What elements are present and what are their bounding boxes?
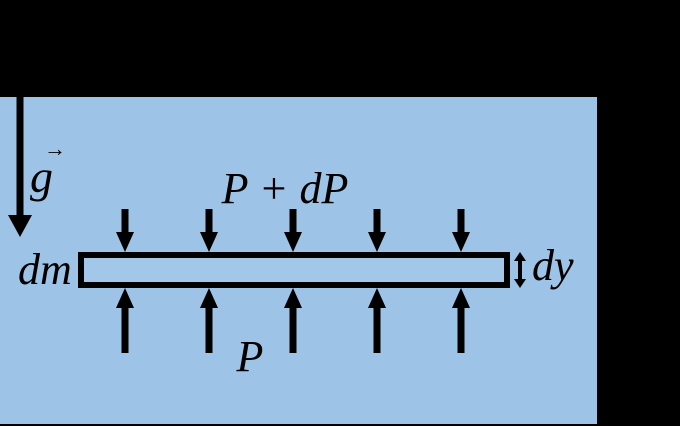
pressure-below-label: P bbox=[236, 332, 264, 381]
vector-arrow-icon: → bbox=[44, 136, 66, 161]
gravity-label: → g bbox=[30, 136, 80, 202]
thickness-arrow-icon bbox=[514, 252, 526, 288]
pressure-down-arrow-icon bbox=[116, 209, 134, 252]
mass-element-label: dm bbox=[18, 245, 72, 294]
pressure-up-arrow-icon bbox=[116, 288, 134, 353]
pressure-up-arrow-icon bbox=[200, 288, 218, 353]
gravity-symbol: g bbox=[30, 151, 53, 202]
pressure-above-label: P + dP bbox=[221, 164, 349, 213]
pressure-down-arrow-icon bbox=[368, 209, 386, 252]
pressure-up-arrow-icon bbox=[284, 288, 302, 353]
pressure-down-arrow-icon bbox=[452, 209, 470, 252]
gravity-arrow-icon bbox=[8, 97, 32, 237]
pressure-up-arrow-icon bbox=[452, 288, 470, 353]
pressure-down-arrow-icon bbox=[284, 209, 302, 252]
thickness-label: dy bbox=[532, 241, 574, 290]
pressure-up-arrow-icon bbox=[368, 288, 386, 353]
pressure-down-arrow-icon bbox=[200, 209, 218, 252]
fluid-element-slab bbox=[78, 252, 510, 288]
